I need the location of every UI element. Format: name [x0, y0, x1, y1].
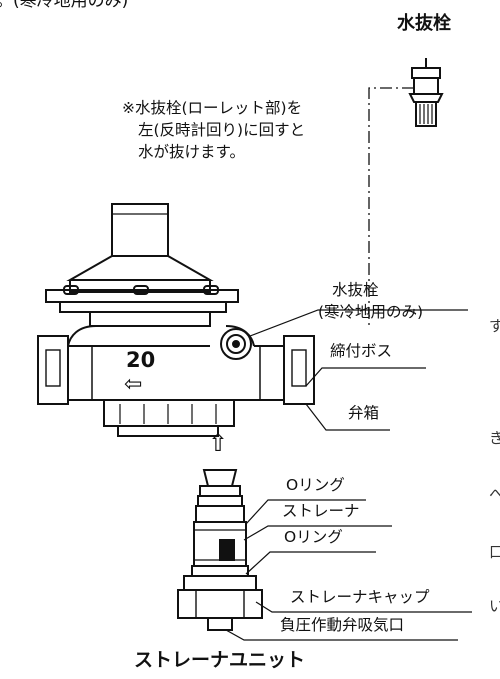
label-o-ring-lower: Oリング — [284, 528, 343, 546]
edge-fragment: い — [489, 597, 500, 615]
edge-fragment: へ — [489, 485, 500, 503]
label-cold-region: (寒冷地用のみ) — [318, 303, 424, 321]
drain-plug-illustration — [408, 58, 444, 127]
note-line-3: 水が抜けます。 — [138, 143, 245, 161]
flow-arrow-icon: ⇦ — [124, 372, 143, 397]
top-text-fragment: 。(寒冷地用のみ) — [0, 0, 129, 11]
label-strainer-cap: ストレーナキャップ — [290, 588, 430, 606]
label-drain-valve: 水抜栓 — [332, 281, 379, 299]
label-valve-box: 弁箱 — [348, 404, 380, 422]
leader-lines — [225, 309, 472, 641]
drain-valve-title: 水抜栓 — [397, 13, 451, 34]
body-size-marking: 20 — [126, 348, 156, 372]
edge-fragment: き — [489, 429, 500, 447]
label-strainer: ストレーナ — [282, 502, 360, 520]
note-line-1: ※水抜栓(ローレット部)を — [122, 99, 303, 117]
edge-fragment: 口 — [489, 543, 500, 561]
strainer-unit-title: ストレーナユニット — [134, 649, 306, 671]
valve-assembly-illustration — [37, 203, 315, 437]
label-vacuum-breaker-inlet: 負圧作動弁吸気口 — [280, 616, 405, 634]
strainer-unit-illustration — [177, 469, 263, 631]
label-tightening-boss: 締付ボス — [330, 342, 393, 360]
label-o-ring-upper: Oリング — [286, 476, 345, 494]
edge-fragment: す — [489, 317, 500, 335]
insert-arrow-icon: ⇧ — [208, 429, 229, 457]
drain-plug-guide-line — [368, 87, 414, 327]
note-line-2: 左(反時計回り)に回すと — [138, 121, 306, 139]
